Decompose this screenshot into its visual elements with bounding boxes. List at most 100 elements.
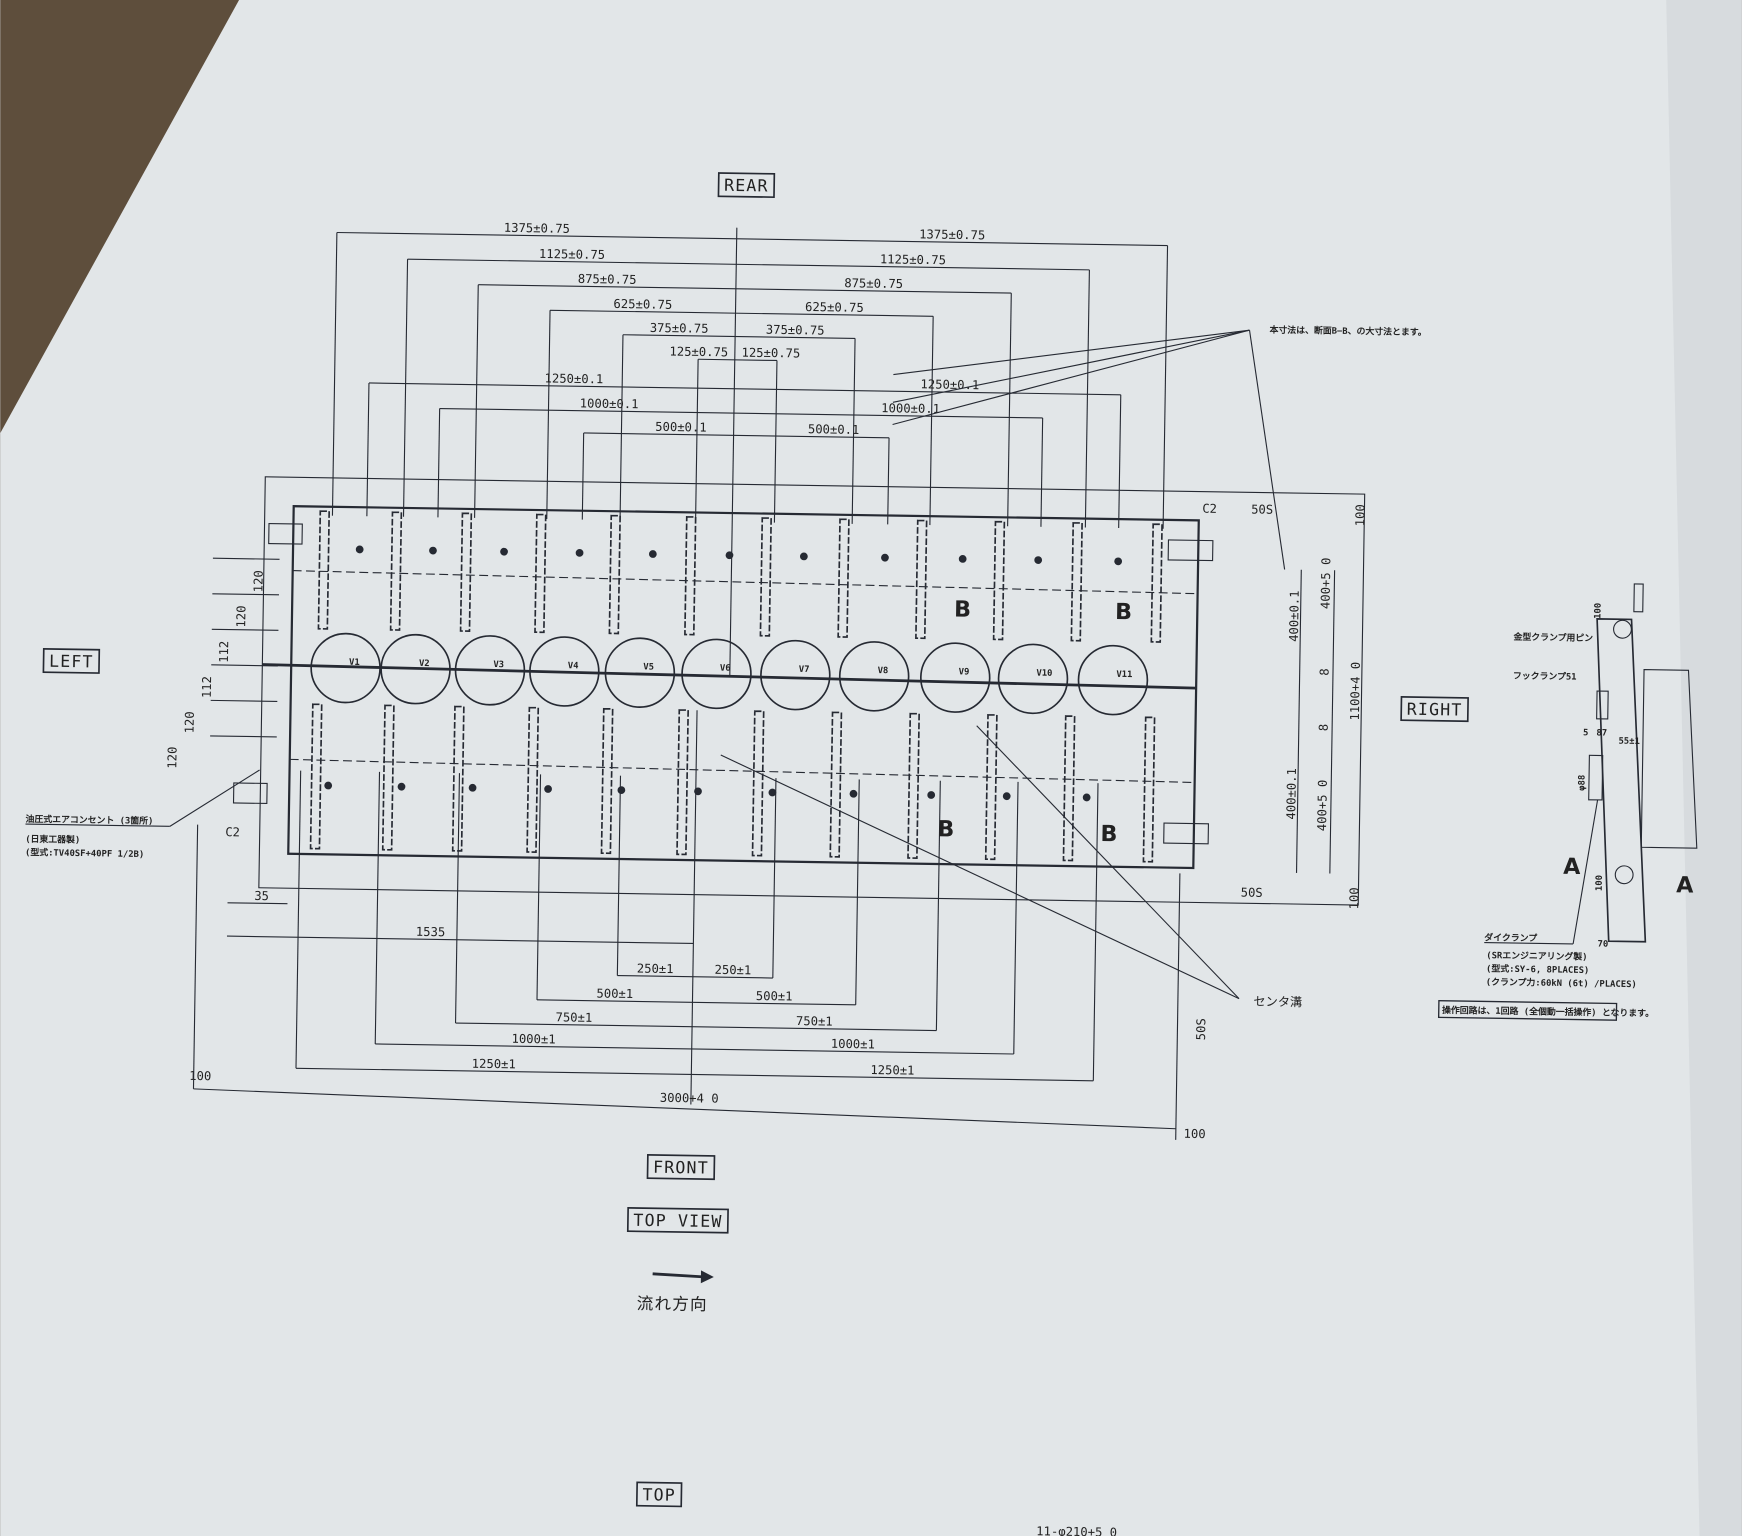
extension-line [1162,245,1169,529]
extension-line [454,773,461,1024]
paper-fold [1666,0,1742,1536]
bolt-hole [1034,556,1043,564]
t-slot-bottom [1142,716,1156,863]
cylinder-bore [1077,644,1149,716]
extension-line [887,437,890,525]
extension-line [211,628,279,631]
bolt-hole [849,789,858,798]
cylinder-label: V8 [878,666,889,676]
chamfer-c2: C2 [1202,502,1217,516]
front-dim-right: 1000±1 [831,1037,875,1052]
top-label-box [635,1481,683,1508]
slot-dim-left: 1250±0.1 [544,371,603,386]
detail-dim: 100 [1595,875,1605,891]
bolt-hole [768,788,777,797]
detail-note: フックランプ51 [1513,670,1577,683]
t-slot-bottom [526,706,540,853]
front-dim-right: 1250±1 [870,1063,914,1078]
flow-direction-label: 流れ方向 [637,1294,708,1314]
detail-clamp-body [1596,618,1647,943]
detail-note: ダイクランプ [1484,931,1537,944]
detail-hook-clamp [1596,690,1609,720]
front-dim-right: 500±1 [756,989,793,1004]
extension-line [331,232,338,516]
plate-outline [287,505,1200,870]
bolt-hole [881,553,889,562]
detail-dim: 55±1 [1618,737,1640,747]
rear-dim-right: 625±0.75 [805,300,864,315]
dimension-line [407,258,1090,271]
cylinder-bore [919,642,991,713]
detail-die [1640,669,1698,849]
bolt-hole [397,782,406,791]
dim-100-right: 100 [1183,1127,1205,1141]
right-50s-top: 50S [1251,502,1273,516]
bolt-hole [468,783,477,792]
center-line [690,710,698,1105]
leader-line [976,725,1240,1000]
dim-50s: 50S [1194,1018,1208,1040]
top-view-label-box [626,1207,729,1234]
cylinder-bore [838,641,910,712]
front-dim-left: 750±1 [555,1010,592,1025]
dimension-line [226,935,694,944]
t-slot-bottom [676,709,690,856]
t-slot-top [992,520,1006,641]
top-label: TOP [642,1485,676,1505]
right-dim-100-bottom: 100 [1347,887,1361,909]
extension-line [402,259,409,517]
rear-dim-left: 1375±0.75 [504,221,570,236]
cylinder-label: V6 [720,664,731,674]
front-dim-left: 500±1 [596,986,633,1001]
center-line [729,227,738,678]
t-slot-bottom [309,703,323,850]
cylinder-label: V4 [568,661,579,671]
front-dim-right: 250±1 [714,963,751,978]
extension-line [212,557,280,560]
bolt-hole [1114,557,1123,566]
hidden-line-bottom [289,758,1195,784]
extension-line [374,771,381,1044]
dimension-line [455,1022,937,1032]
leader-underline [1484,941,1574,945]
left-label-box [42,648,101,674]
section-marker-b: B [1100,821,1117,847]
air-coupler-right-bottom [1163,822,1210,845]
left-note: (型式:TV40SF+40PF 1/2B) [25,846,144,860]
t-slot-top [1150,523,1163,643]
t-slot-top [684,515,697,636]
extension-line [1092,783,1099,1081]
section-marker-a: A [1676,872,1694,898]
bolt-hole [617,786,626,795]
bolt-hole [1002,792,1011,801]
cylinder-bore [529,636,600,707]
extension-line [546,310,551,520]
leader-underline [25,823,170,827]
right-dim-8: 8 [1317,724,1331,732]
extension-line [536,774,542,1000]
detail-die-clamp [1588,754,1604,801]
detail-note: (型式:SY-6, 8PLACES) [1486,962,1589,976]
right-dim-400-top: 400±0.1 [1287,590,1302,642]
front-dim-left: 250±1 [637,962,674,977]
detail-note: (SRエンジニアリング製) [1486,949,1587,963]
operation-note-box [1437,1000,1618,1021]
bolt-hole [1082,793,1091,802]
extension-line [295,770,302,1069]
bolt-hole [500,547,508,556]
t-slot-top [459,512,473,632]
left-dim: 120 [183,711,197,733]
rear-dim-right: 1125±0.75 [880,252,946,267]
extension-line [1013,781,1019,1055]
cylinder-label: V5 [643,662,654,672]
t-slot-bottom [600,707,614,855]
t-slot-top [915,519,928,640]
detail-dim: φ88 [1577,775,1587,791]
t-slot-bottom [751,710,765,857]
rear-dim-right: 375±0.75 [766,323,825,338]
flow-arrow [652,1272,702,1279]
flow-arrow-head [700,1270,714,1284]
slot-dim-right: 1000±0.1 [881,401,940,416]
dim-100-left: 100 [189,1069,211,1083]
extension-line [210,699,278,702]
